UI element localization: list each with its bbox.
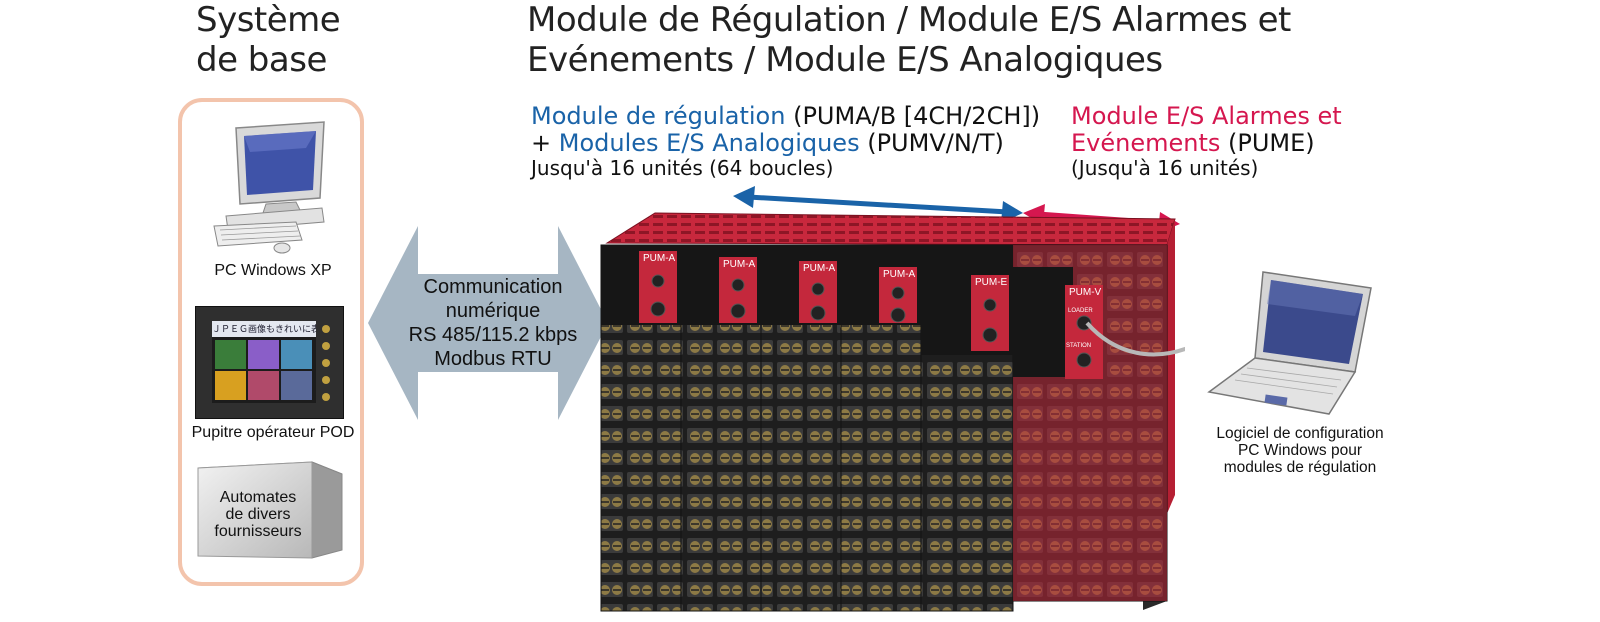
controller-rack-icon (600, 212, 1185, 612)
regulation-capacity: Jusqu'à 16 unités (64 boucles) (531, 156, 834, 180)
communication-arrow-icon (368, 226, 608, 420)
pod-panel-icon: ＪＰＥＧ画像もきれいに表示 (195, 306, 344, 419)
desktop-pc-icon (213, 121, 325, 254)
software-line2: PC Windows pour (1237, 442, 1363, 459)
analog-module-name: Modules E/S Analogiques (558, 129, 860, 157)
modules-title-line2: Evénements / Module E/S Analogiques (527, 40, 1163, 80)
photo-tile (248, 371, 279, 400)
pod-photo-grid (212, 337, 316, 403)
photo-tile (248, 340, 279, 369)
base-title-line1: Système (196, 0, 341, 40)
software-caption: Logiciel de configuration PC Windows pou… (1195, 425, 1405, 476)
regulation-module-code: (PUMA/B [4CH/2CH]) (793, 102, 1041, 130)
base-title-line2: de base (196, 40, 327, 80)
alarm-module-name-line1: Module E/S Alarmes et (1071, 102, 1342, 130)
comm-line4: Modbus RTU (434, 348, 552, 370)
pod-side-buttons (322, 325, 332, 401)
laptop-icon (1207, 271, 1372, 415)
plc-caption-line2: de divers (225, 506, 291, 523)
software-line3: modules de régulation (1223, 459, 1377, 476)
alarm-module-name-line2: Evénements (1071, 129, 1221, 157)
plc-box-icon (197, 461, 343, 559)
photo-tile (281, 340, 312, 369)
pod-button-icon (322, 393, 330, 401)
photo-tile (215, 340, 246, 369)
plc-caption: Automates de divers fournisseurs (198, 489, 318, 540)
pod-button-icon (322, 342, 330, 350)
comm-line1: Communication (423, 276, 563, 298)
plus-sign: + (531, 129, 552, 157)
loader-label: LOADER (1068, 308, 1093, 314)
plc-caption-line3: fournisseurs (214, 523, 302, 540)
pc-caption: PC Windows XP (214, 262, 332, 279)
module-label-5: PUM-E (975, 277, 1008, 288)
analog-module-code: (PUMV/N/T) (867, 129, 1004, 157)
module-label-3: PUM-A (803, 263, 836, 274)
comm-line3: RS 485/115.2 kbps (408, 324, 578, 346)
plc-caption-line1: Automates (219, 489, 297, 506)
pod-button-icon (322, 325, 330, 333)
module-label-6: PUM-V (1069, 287, 1102, 298)
photo-tile (215, 371, 246, 400)
software-line1: Logiciel de configuration (1216, 425, 1384, 442)
station-label: STATION (1066, 343, 1092, 349)
base-system-title: Système de base (196, 0, 341, 80)
alarm-capacity: (Jusqu'à 16 unités) (1071, 156, 1259, 180)
modules-title-line1: Module de Régulation / Module E/S Alarme… (527, 0, 1291, 40)
alarm-module-code: (PUME) (1228, 129, 1315, 157)
pod-button-icon (322, 376, 330, 384)
pod-button-icon (322, 359, 330, 367)
communication-label: Communication numérique RS 485/115.2 kbp… (394, 275, 592, 371)
module-label-1: PUM-A (643, 253, 676, 264)
module-label-2: PUM-A (723, 259, 756, 270)
modules-title: Module de Régulation / Module E/S Alarme… (527, 0, 1291, 80)
alarm-description: Module E/S Alarmes et Evénements (PUME) … (1071, 102, 1342, 180)
pod-screen: ＪＰＥＧ画像もきれいに表示 (212, 321, 316, 403)
pod-screen-banner: ＪＰＥＧ画像もきれいに表示 (212, 321, 316, 337)
module-label-4: PUM-A (883, 269, 916, 280)
regulation-module-name: Module de régulation (531, 102, 786, 130)
pod-caption: Pupitre opérateur POD (191, 424, 355, 441)
comm-line2: numérique (445, 300, 541, 322)
photo-tile (281, 371, 312, 400)
regulation-description: Module de régulation (PUMA/B [4CH/2CH]) … (531, 102, 1041, 180)
